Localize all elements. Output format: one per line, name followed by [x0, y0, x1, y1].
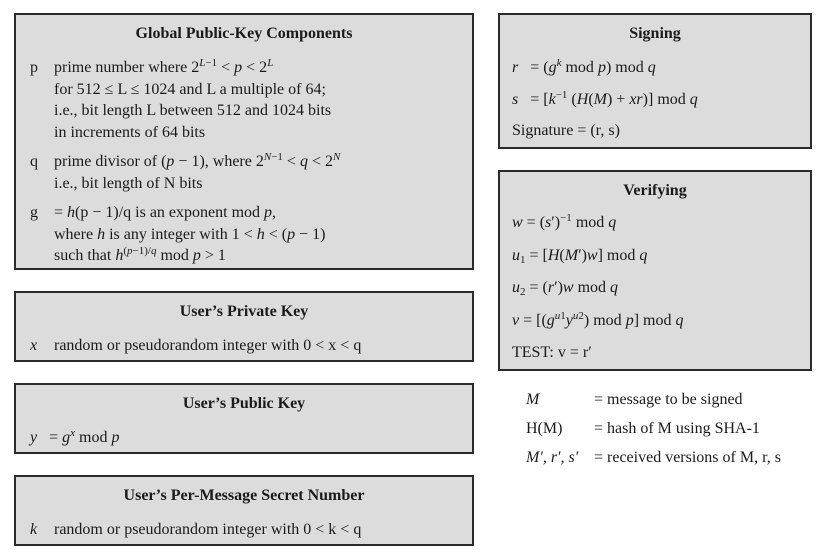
- private-key-box: User’s Private Key x random or pseudoran…: [14, 291, 474, 362]
- public-key-title: User’s Public Key: [182, 395, 306, 412]
- verifying-box: Verifying w = (s′)−1 mod q u1 = [H(M′)w]…: [498, 170, 812, 371]
- p-line-4: in increments of 64 bits: [54, 123, 206, 141]
- legend-mp-symbol: M′, r′, s′: [526, 449, 579, 466]
- g-line-2: where h is any integer with 1 < h < (p −…: [54, 225, 326, 243]
- g-symbol: g: [30, 204, 38, 221]
- signing-box: Signing r = (gk mod p) mod q s = [k−1 (H…: [498, 13, 812, 149]
- p-line-3: i.e., bit length L between 512 and 1024 …: [54, 102, 332, 119]
- p-line-1: prime number where 2L−1 < p < 2L: [54, 56, 274, 76]
- k-symbol: k: [30, 521, 38, 538]
- secret-number-text: random or pseudorandom integer with 0 < …: [54, 521, 362, 538]
- legend-h-desc: = hash of M using SHA-1: [594, 420, 760, 437]
- verifying-u1-formula: u1 = [H(M′)w] mod q: [512, 247, 648, 266]
- verifying-u2-formula: u2 = (r′)w mod q: [512, 279, 619, 298]
- legend-mp-desc: = received versions of M, r, s: [594, 449, 781, 466]
- legend-m-desc: = message to be signed: [594, 391, 743, 408]
- secret-number-title: User’s Per-Message Secret Number: [123, 487, 365, 504]
- verifying-v-formula: v = [(gu1yu2) mod p] mod q: [512, 309, 684, 329]
- global-components-title: Global Public-Key Components: [135, 25, 353, 42]
- q-line-1: prime divisor of (p − 1), where 2N−1 < q…: [54, 150, 341, 170]
- signing-title: Signing: [629, 25, 681, 42]
- public-key-box: User’s Public Key y = gx mod p: [14, 383, 474, 454]
- private-key-title: User’s Private Key: [179, 303, 309, 320]
- verifying-w-formula: w = (s′)−1 mod q: [512, 211, 617, 231]
- q-line-2: i.e., bit length of N bits: [54, 174, 203, 192]
- signing-s-formula: s = [k−1 (H(M) + xr)] mod q: [512, 88, 698, 108]
- p-line-2: for 512 ≤ L ≤ 1024 and L a multiple of 6…: [54, 80, 326, 98]
- p-symbol: p: [30, 59, 38, 76]
- legend-h-symbol: H(M): [526, 420, 563, 437]
- legend-m-symbol: M: [526, 391, 540, 408]
- global-public-key-components-box: Global Public-Key Components p prime num…: [14, 13, 474, 270]
- public-key-formula: y = gx mod p: [30, 426, 120, 446]
- x-symbol: x: [30, 337, 38, 354]
- private-key-text: random or pseudorandom integer with 0 < …: [54, 337, 362, 354]
- verifying-title: Verifying: [623, 182, 687, 199]
- g-line-1: = h(p − 1)/q is an exponent mod p,: [54, 204, 277, 221]
- secret-number-box: User’s Per-Message Secret Number k rando…: [14, 475, 474, 546]
- signature-line: Signature = (r, s): [512, 122, 620, 139]
- q-symbol: q: [30, 153, 38, 170]
- verifying-test-line: TEST: v = r′: [512, 344, 592, 361]
- g-line-3: such that h(p−1)/q mod p > 1: [54, 244, 226, 264]
- signing-r-formula: r = (gk mod p) mod q: [512, 56, 656, 76]
